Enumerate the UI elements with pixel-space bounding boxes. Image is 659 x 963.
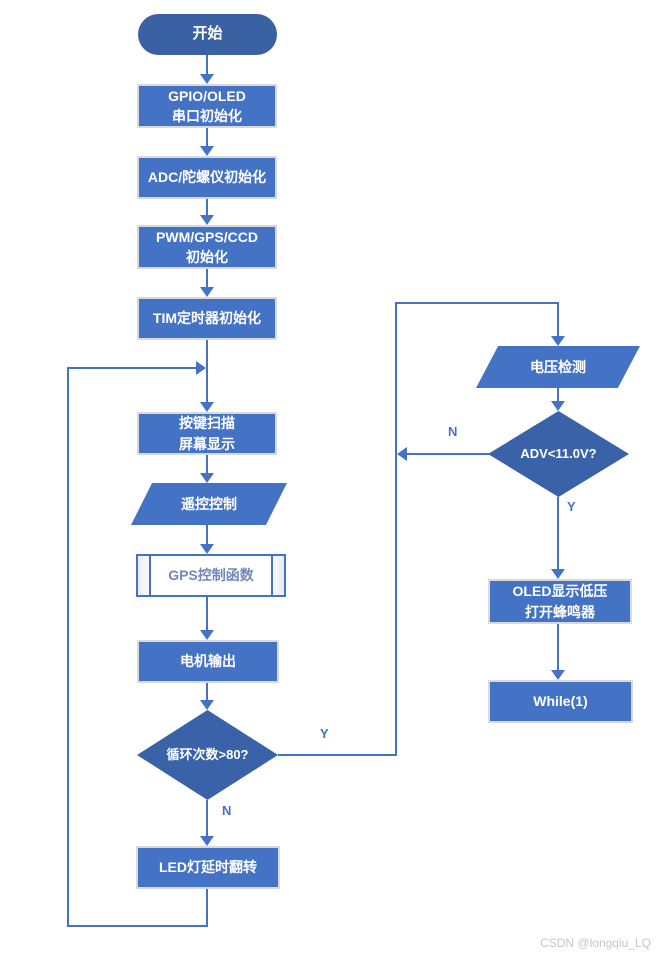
connector-loop-led-n (206, 800, 208, 838)
watermark: CSDN @longqiu_LQ (540, 936, 651, 950)
node-pwm-init: PWM/GPS/CCD 初始化 (137, 225, 277, 269)
node-volt-check: 电压检测 (476, 346, 640, 388)
connector-bottom-back (67, 925, 208, 927)
arrowhead (397, 447, 407, 461)
connector-tim-key (206, 340, 208, 403)
arrowhead (200, 146, 214, 156)
node-key-scan: 按键扫描 屏幕显示 (137, 412, 277, 455)
node-adv-check-label: ADV<11.0V? (520, 446, 597, 462)
connector-adv-no (407, 453, 489, 455)
node-remote-ctrl-label: 遥控控制 (181, 495, 237, 512)
connector-gps-motor (206, 597, 208, 632)
connector-key-remote (206, 455, 208, 475)
node-pwm-init-label: PWM/GPS/CCD 初始化 (156, 228, 258, 265)
node-motor-out-label: 电机输出 (180, 653, 236, 669)
connector-adv-yes (557, 497, 559, 570)
node-remote-ctrl: 遥控控制 (131, 483, 287, 525)
node-tim-init: TIM定时器初始化 (137, 297, 277, 340)
connector-volt-adv (557, 388, 559, 402)
connector-into-volt (557, 302, 559, 337)
node-tim-init-label: TIM定时器初始化 (152, 310, 262, 326)
edge-label-loop-no: N (222, 803, 232, 818)
node-led-toggle: LED灯延时翻转 (136, 846, 280, 889)
node-adc-init: ADC/陀螺仪初始化 (137, 156, 277, 199)
connector-pwm-tim (206, 269, 208, 289)
arrowhead (551, 569, 565, 579)
arrowhead (200, 630, 214, 640)
node-oled-alarm: OLED显示低压 打开蜂鸣器 (488, 579, 632, 624)
node-key-scan-label: 按键扫描 屏幕显示 (179, 415, 235, 452)
arrowhead (200, 836, 214, 846)
arrowhead (551, 336, 565, 346)
connector-left-loop (67, 367, 69, 927)
arrowhead (196, 361, 206, 375)
arrowhead (200, 700, 214, 710)
arrowhead (200, 544, 214, 554)
node-oled-alarm-label: OLED显示低压 打开蜂鸣器 (512, 583, 608, 620)
arrowhead (551, 670, 565, 680)
connector-right-riser (395, 302, 397, 756)
arrowhead (200, 402, 214, 412)
connector-oled-while (557, 624, 559, 671)
node-loop-check-label: 循环次数>80? (166, 747, 249, 763)
node-start-label: 开始 (192, 25, 223, 43)
connector-top-right (395, 302, 559, 304)
edge-label-adv-no: N (448, 424, 458, 439)
edge-label-adv-yes: Y (567, 499, 576, 514)
node-while-loop-label: While(1) (533, 693, 588, 709)
connector-gpio-adc (206, 128, 208, 148)
connector-adc-pwm (206, 199, 208, 217)
arrowhead (200, 473, 214, 483)
connector-loop-yes (278, 754, 397, 756)
node-gps-func: GPS控制函数 (136, 554, 286, 597)
node-gps-func-label: GPS控制函数 (168, 567, 254, 583)
connector-led-down (206, 889, 208, 927)
connector-remote-gps (206, 525, 208, 546)
connector-start-gpio (206, 55, 208, 76)
node-adv-check: ADV<11.0V? (488, 411, 629, 497)
node-loop-check: 循环次数>80? (137, 710, 278, 800)
node-gpio-init: GPIO/OLED 串口初始化 (137, 84, 277, 128)
node-volt-check-label: 电压检测 (530, 358, 586, 375)
connector-motor-loop (206, 683, 208, 702)
node-gpio-init-label: GPIO/OLED 串口初始化 (168, 87, 246, 124)
node-motor-out: 电机输出 (137, 640, 279, 683)
arrowhead (200, 74, 214, 84)
arrowhead (200, 215, 214, 225)
connector-loop-rejoin (67, 367, 197, 369)
arrowhead (551, 401, 565, 411)
node-adc-init-label: ADC/陀螺仪初始化 (147, 169, 267, 185)
arrowhead (200, 287, 214, 297)
node-while-loop: While(1) (488, 680, 633, 723)
node-led-toggle-label: LED灯延时翻转 (159, 859, 257, 875)
node-start: 开始 (138, 14, 277, 55)
edge-label-loop-yes: Y (320, 726, 329, 741)
